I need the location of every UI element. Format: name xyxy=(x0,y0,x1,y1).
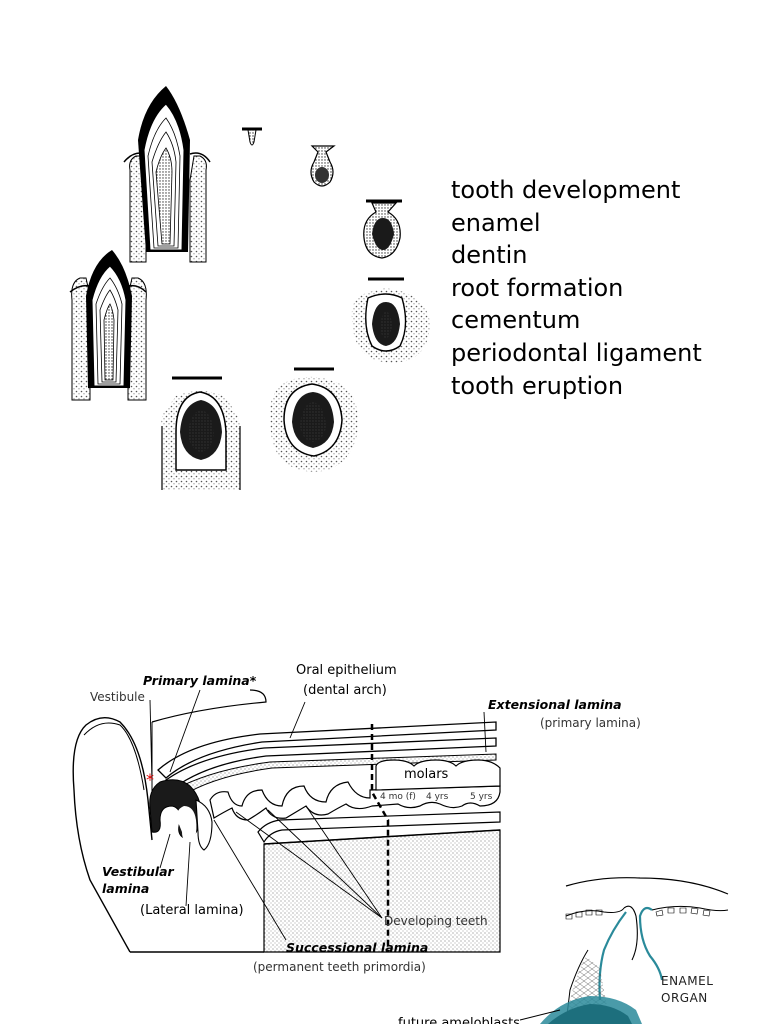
topic-item-cementum: cementum xyxy=(451,306,581,335)
stage-erupted-tooth xyxy=(123,86,211,263)
asterisk-marker: * xyxy=(146,770,154,789)
label-permanent-teeth-primordia: (permanent teeth primordia) xyxy=(253,960,426,974)
label-molars: molars xyxy=(404,767,449,782)
label-enamel: ENAMEL xyxy=(661,974,713,988)
stage-bell xyxy=(351,277,430,363)
vestibular-lamina-structure xyxy=(149,779,213,851)
stage-early-bell xyxy=(363,199,402,259)
enamel-organ-sketch: ENAMEL ORGAN future ameloblasts xyxy=(398,877,729,1024)
topic-item-tooth-development: tooth development xyxy=(451,176,681,204)
topic-item-dentin: dentin xyxy=(451,241,528,270)
topic-item-tooth-eruption: tooth eruption xyxy=(451,371,624,400)
label-vestibular-lamina: lamina xyxy=(102,881,149,896)
successional-lamina-block xyxy=(257,811,501,953)
dental-lamina-diagram: Primary lamina* Vestibule Oral epitheliu… xyxy=(72,663,729,1024)
label-developing-teeth: Developing teeth xyxy=(384,914,488,928)
developing-teeth-row xyxy=(209,759,501,821)
label-primary-lamina: Primary lamina* xyxy=(143,673,257,688)
oral-epithelium-band xyxy=(157,721,497,797)
label-vestibule: Vestibule xyxy=(90,690,145,704)
topic-list: tooth development enamel dentin root for… xyxy=(451,174,702,402)
label-age-5yrs: 5 yrs xyxy=(470,792,493,802)
label-organ: ORGAN xyxy=(661,991,708,1005)
label-age-4yrs: 4 yrs xyxy=(426,792,449,802)
label-oral-epithelium: Oral epithelium xyxy=(296,663,397,678)
stage-root-start xyxy=(161,376,241,490)
label-age-4mo: 4 mo (f) xyxy=(380,792,416,802)
age-separator-dashed-line xyxy=(370,724,390,952)
stage-crown-formation xyxy=(269,367,359,472)
tooth-development-stages-illustration xyxy=(69,86,430,490)
topic-item-root-formation: root formation xyxy=(451,273,624,302)
label-extensional-primary-lamina: (primary lamina) xyxy=(540,716,641,730)
stage-cap xyxy=(310,145,336,187)
label-lateral-lamina: (Lateral lamina) xyxy=(140,903,244,918)
label-future-ameloblasts: future ameloblasts xyxy=(398,1016,520,1024)
topic-item-periodontal-ligament: periodontal ligament xyxy=(451,338,702,367)
topic-item-enamel: enamel xyxy=(451,208,541,237)
stage-bud xyxy=(242,127,262,146)
leader-lines xyxy=(149,689,487,941)
stage-erupting-tooth xyxy=(69,250,147,401)
label-dental-arch: (dental arch) xyxy=(303,683,387,698)
label-vestibular: Vestibular xyxy=(102,864,175,879)
label-successional-lamina: Successional lamina xyxy=(286,940,428,955)
label-extensional-lamina: Extensional lamina xyxy=(488,697,622,712)
